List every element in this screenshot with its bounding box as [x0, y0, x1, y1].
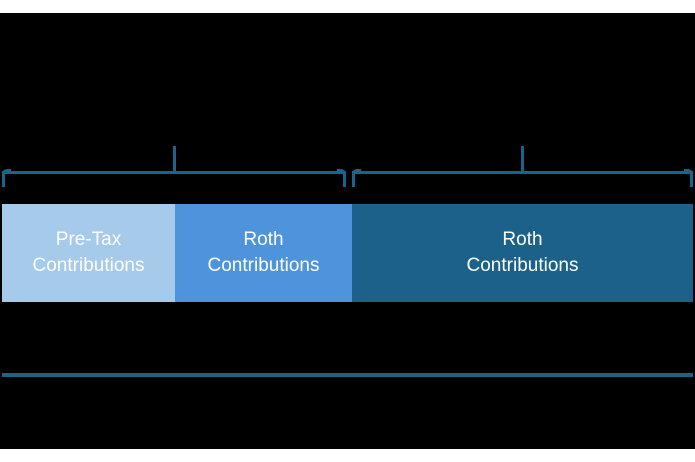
bracket-center-tick — [521, 146, 524, 173]
bracket-end-cap-right — [690, 172, 693, 187]
baseline-rule — [2, 373, 693, 377]
segment-label-line2: Contributions — [207, 255, 320, 276]
bracket-end-cap-left — [2, 172, 5, 187]
segment-label-line2: Contributions — [466, 255, 579, 276]
bracket-end-cap-left — [352, 172, 355, 187]
employee-contributions-bracket — [2, 146, 346, 187]
bracket-end-cap-right — [343, 172, 346, 187]
segment-label-line1: Pre-Tax — [55, 229, 122, 250]
segment-label-line1: Roth — [243, 229, 284, 250]
bar-segment-pre-tax-contributions[interactable]: Pre-Tax Contributions — [2, 204, 175, 302]
bar-segment-roth-contributions[interactable]: Roth Contributions — [175, 204, 352, 302]
bracket-center-tick — [173, 146, 176, 173]
segment-label-line2: Contributions — [32, 255, 145, 276]
roth-total-bracket — [352, 146, 693, 187]
segment-label-line1: Roth — [502, 229, 543, 250]
contribution-bar: Pre-Tax Contributions Roth Contributions… — [2, 204, 693, 302]
bar-segment-roth-contributions-total[interactable]: Roth Contributions — [352, 204, 693, 302]
